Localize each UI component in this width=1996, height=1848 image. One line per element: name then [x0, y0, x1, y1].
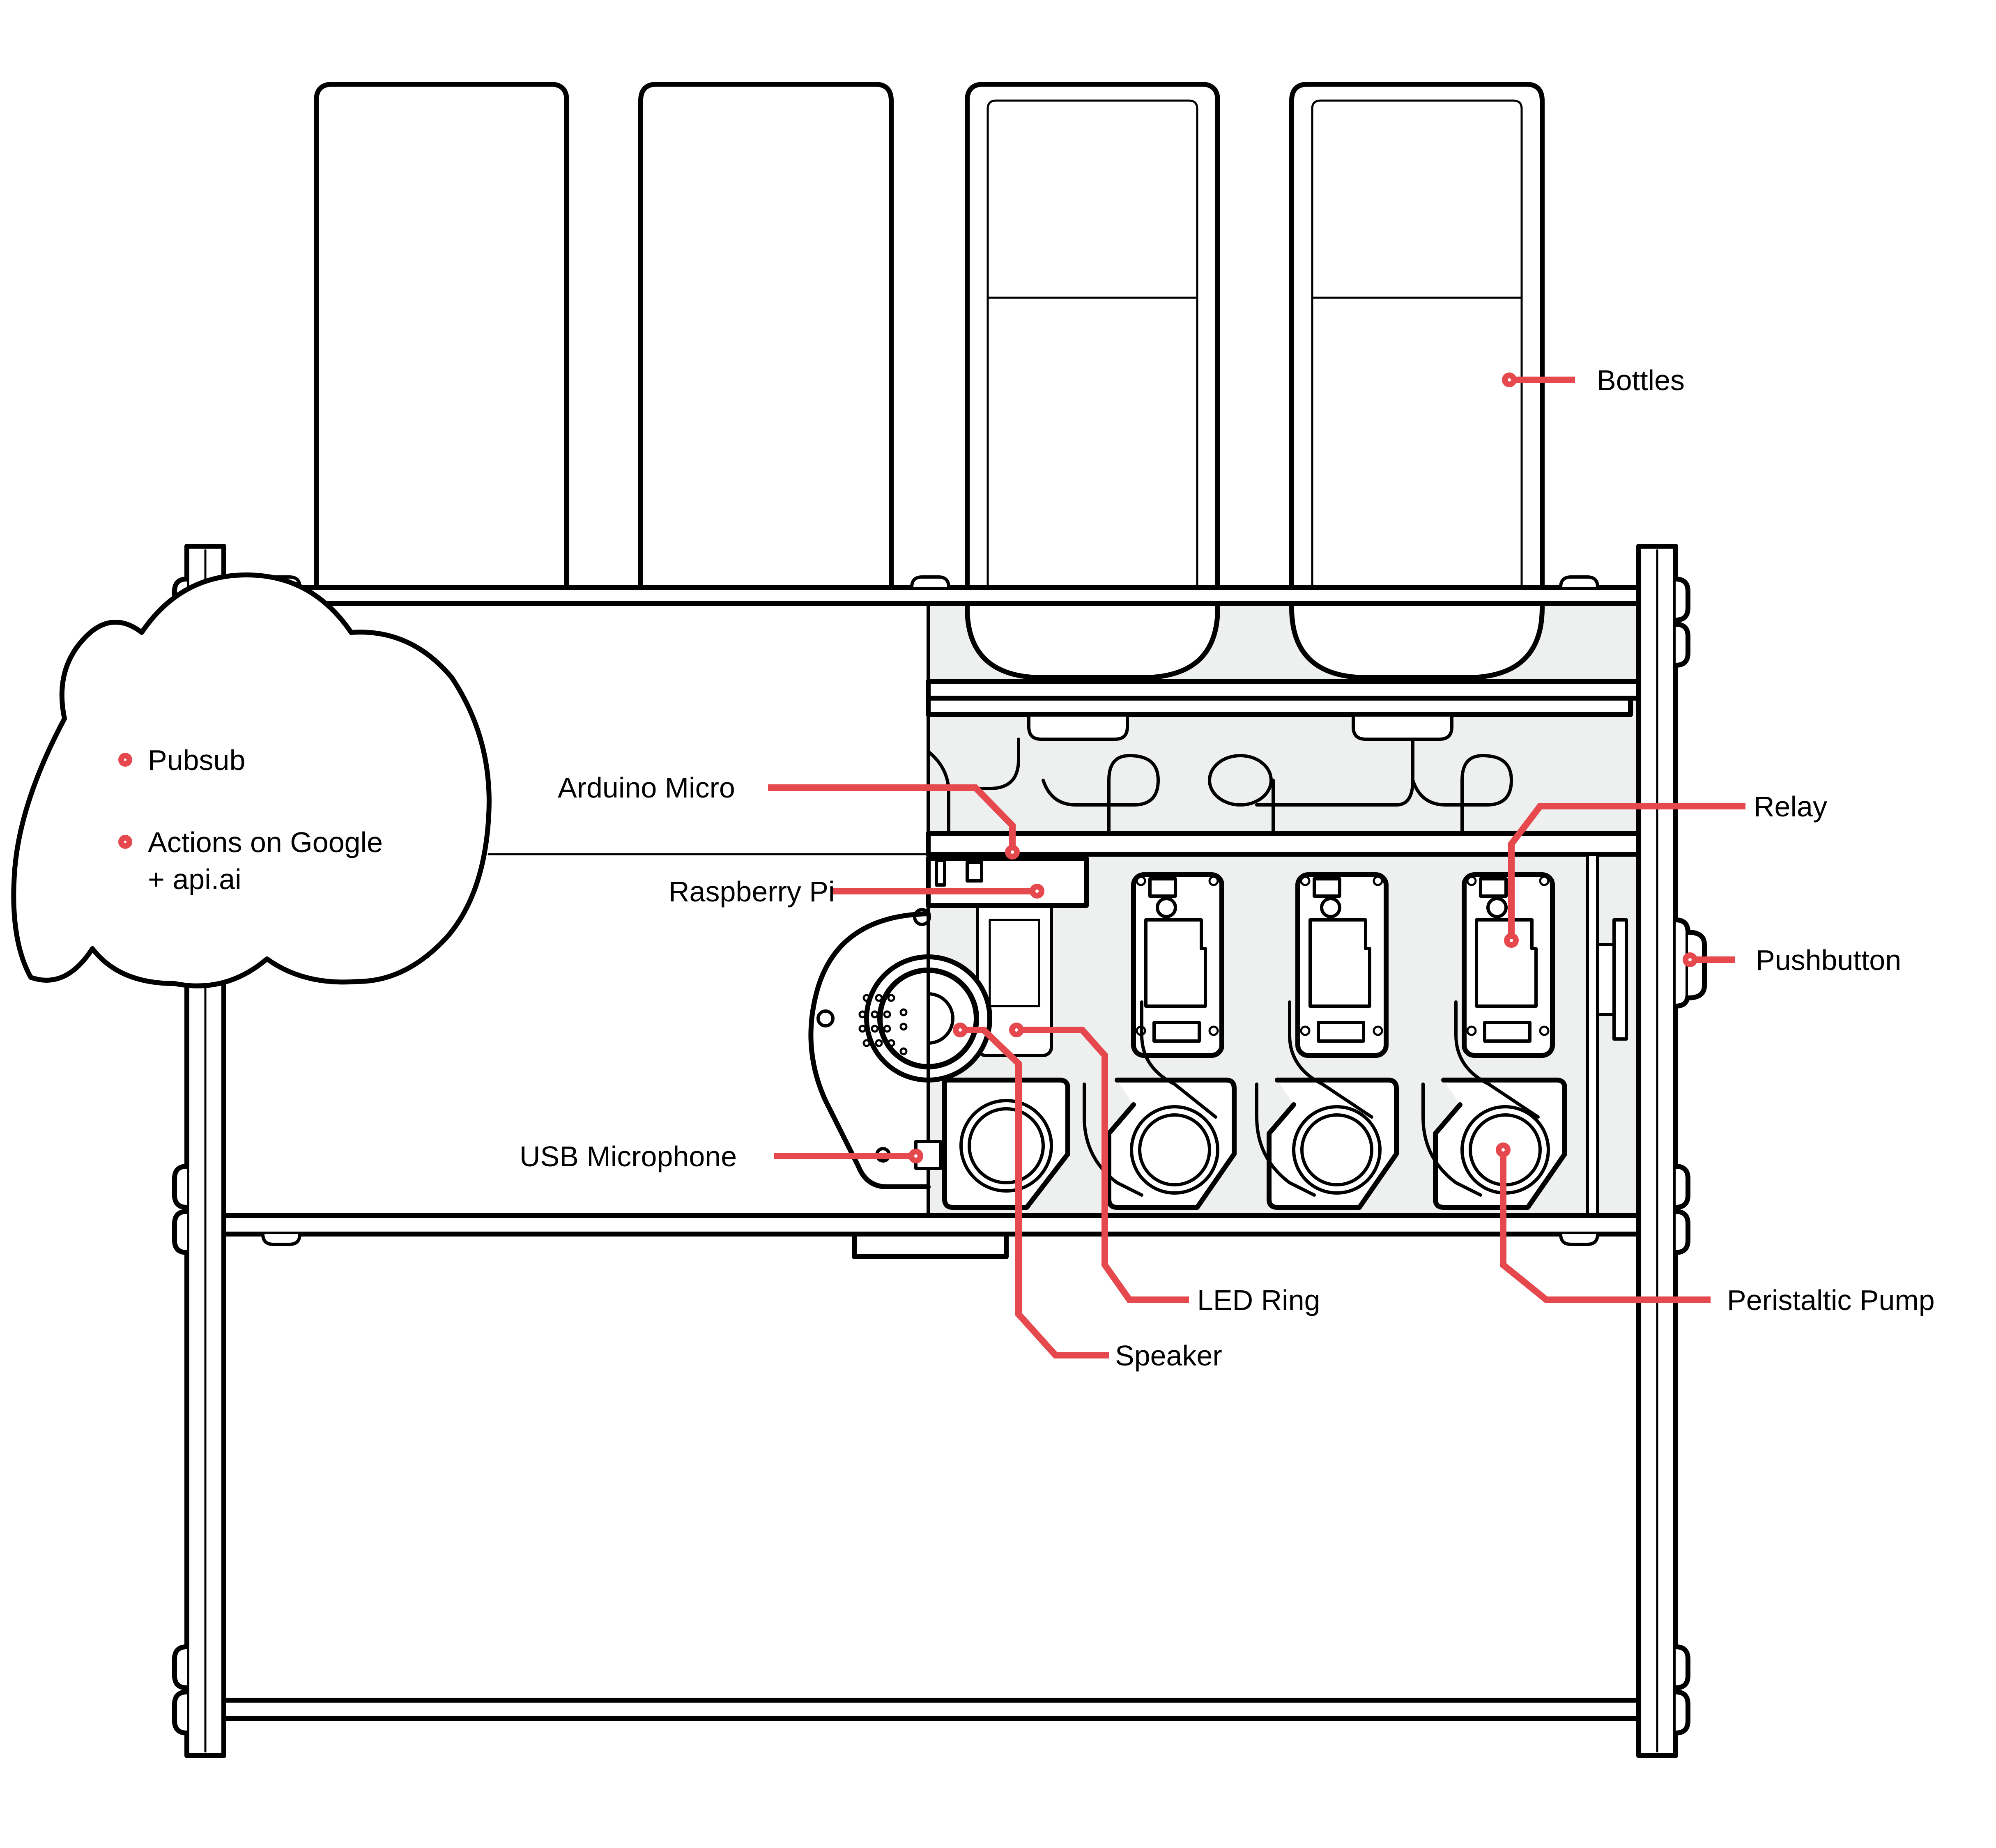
pushbutton[interactable]: [1686, 930, 1707, 1000]
pump-3: [1255, 1000, 1399, 1210]
callout-bottles: Bottles: [1597, 364, 1685, 396]
callout-raspberry-pi: Raspberry Pi: [669, 876, 835, 908]
cloud-item-actions: Actions on Google: [148, 826, 383, 858]
relay-board-2: [1131, 872, 1224, 1058]
pump-2: [1083, 1000, 1237, 1210]
arduino-callout-dot: [1005, 845, 1020, 860]
cloud-item-pubsub: Pubsub: [148, 744, 245, 776]
speaker-assembly: [808, 908, 992, 1217]
callout-usb-microphone: USB Microphone: [520, 1140, 737, 1172]
usb-mic-callout-dot: [908, 1149, 923, 1163]
speaker-callout-dot: [953, 1023, 968, 1037]
callout-relay: Relay: [1754, 791, 1827, 823]
pump-callout-dot: [1496, 1142, 1511, 1157]
cloud: Pubsub Actions on Google + api.ai: [11, 572, 929, 988]
tubing: [927, 738, 1513, 835]
cloud-shape: [11, 572, 492, 988]
cloud-item-actions-line2: + api.ai: [148, 863, 241, 895]
raspberry-pi-board: [926, 856, 1089, 908]
callout-led-ring: LED Ring: [1197, 1284, 1320, 1316]
pushbutton-callout-dot: [1683, 952, 1697, 967]
bottle-1: [314, 82, 569, 590]
cloud-bullet-icon: [118, 753, 132, 767]
bottle-2: [638, 82, 894, 590]
callouts: Bottles Arduino Micro Raspberry Pi Relay…: [520, 364, 1935, 1372]
callout-arduino-micro: Arduino Micro: [558, 772, 735, 804]
pump-1: [942, 1078, 1070, 1210]
callout-peristaltic-pump: Peristaltic Pump: [1727, 1284, 1935, 1316]
raspberry-pi-callout-dot: [1030, 884, 1044, 899]
relay-callout-dot: [1504, 933, 1519, 948]
led-ring-callout-dot: [1009, 1023, 1024, 1037]
relay-board-3: [1295, 872, 1389, 1058]
electronics-panel: [926, 601, 1645, 1217]
bottles-callout-dot: [1502, 372, 1517, 387]
callout-pushbutton: Pushbutton: [1756, 944, 1901, 976]
cloud-bullet-icon: [118, 835, 132, 849]
callout-speaker: Speaker: [1115, 1340, 1222, 1372]
